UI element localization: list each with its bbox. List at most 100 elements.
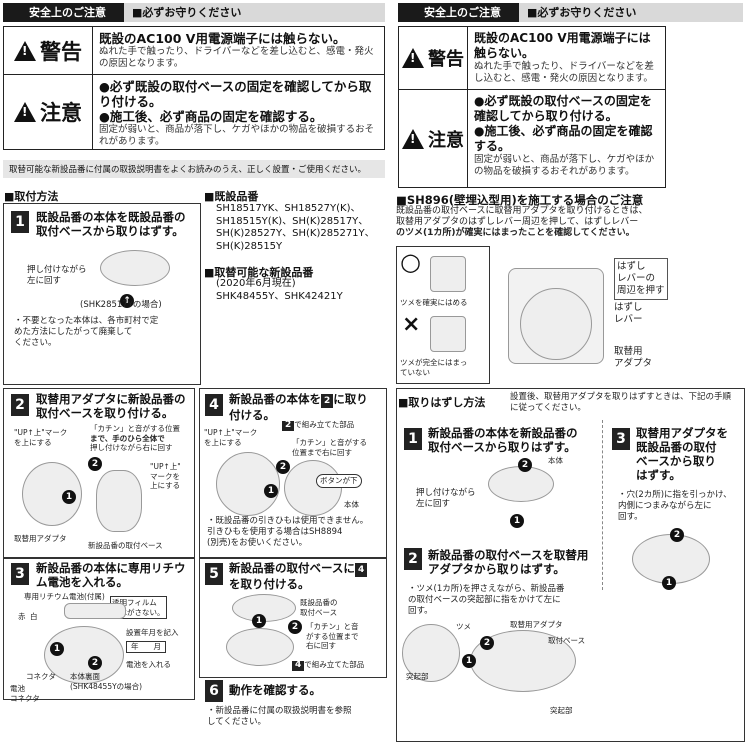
replace-list: SHK48455Y、SHK42421Y xyxy=(216,291,343,302)
step3-badge-1: 1 xyxy=(50,642,64,656)
remove-step2-badge-2: 2 xyxy=(480,636,494,650)
ok-mark: ○ xyxy=(400,248,421,276)
sh896-title: SH896(壁埋込型用)を施工する場合のご注意 xyxy=(396,192,643,208)
step5-number: 5 xyxy=(205,563,223,585)
warning-label: 警告 xyxy=(4,27,93,74)
remove-step1-badge-1: 1 xyxy=(510,514,524,528)
step3-battery-illustration xyxy=(64,603,126,619)
step2-title: 取替用アダプタに新設品番の取付ベースを取り付ける。 xyxy=(36,392,186,420)
remove-step3-note: ・穴(2カ所)に指を引っかけ、内側につまみながら左に回す。 xyxy=(618,490,732,522)
step2-click: 「カチン」と音がする位置まで、手のひら全体で押し付けながら右に回す xyxy=(90,424,180,452)
step5-badge-1: 1 xyxy=(252,614,266,628)
remove-step2-tsume: ツメ xyxy=(456,622,471,631)
remove-step2-number: 2 xyxy=(404,548,422,570)
warning-row-right: 警告 既設のAC100 V用電源端子には触らない。 ぬれた手で触ったり、ドライバ… xyxy=(399,27,665,90)
step3-white-label: 白 xyxy=(30,612,38,621)
warning-text-right: 既設のAC100 V用電源端子には触らない。 ぬれた手で触ったり、ドライバーなど… xyxy=(474,31,654,84)
step4-badge-2: 2 xyxy=(276,460,290,474)
sh896-adapter-illustration xyxy=(520,288,592,360)
step1-title: 既設品番の本体を既設品番の取付ベースから取りはずす。 xyxy=(36,210,186,238)
adapter-label: 取替用アダプタ xyxy=(614,346,653,369)
lever-push-label: はずしレバーの周辺を押す xyxy=(614,258,668,300)
remove-step3-number: 3 xyxy=(612,428,630,450)
safety-header: 安全上のご注意 ■必ずお守りください xyxy=(3,3,385,22)
safety-header-right: 安全上のご注意 ■必ずお守りください xyxy=(398,3,743,22)
caution-sub: 固定が弱いと、商品が落下し、ケガやほかの物品を破損するおそれがあります。 xyxy=(99,124,375,147)
ok-label: ツメを確実にはめる xyxy=(400,298,468,307)
step4-badge-1: 1 xyxy=(264,484,278,498)
remove-step2-title: 新設品番の取付ベースを取替用アダプタから取りはずす。 xyxy=(428,548,589,576)
caution-icon-right xyxy=(402,128,424,149)
warning-label-right: 警告 xyxy=(399,27,468,89)
safety-header-sub: ■必ずお守りください xyxy=(124,3,385,22)
step5-badge-2: 2 xyxy=(288,620,302,634)
existing-list: SH18517YK、SH18527Y(K)、SH18515Y(K)、SH(K)2… xyxy=(216,203,375,252)
ng-illustration xyxy=(430,316,466,352)
remove-desc: 設置後、取替用アダプタを取りはずすときは、下記の手順に従ってください。 xyxy=(510,392,732,413)
warning-box-right: 警告 既設のAC100 V用電源端子には触らない。 ぬれた手で触ったり、ドライバ… xyxy=(398,26,666,188)
step1-box xyxy=(3,203,201,385)
step3-year-box: 年 月 xyxy=(126,641,166,653)
caution-row-right: 注意 ●必ず既設の取付ベースの固定を確認してから取り付ける。 ●施工後、必ず商品… xyxy=(399,90,665,187)
step2-adapter-label: 取替用アダプタ xyxy=(14,534,67,543)
remove-step2-note: ・ツメ(1カ所)を押さえながら、新設品番の取付ベースの突起部に指をかけて左に回す… xyxy=(408,584,565,616)
step2-up-mark: "UP↑上"マークを上にする xyxy=(14,428,68,447)
caution-label-right: 注意 xyxy=(399,90,468,187)
warning-sub: ぬれた手で触ったり、ドライバーなどを差し込むと、感電・発火の原因となります。 xyxy=(99,46,374,69)
step4-click: 「カチン」と音がする位置まで右に回す xyxy=(292,438,367,457)
step1-arrow-icon: ↑ xyxy=(120,294,134,308)
remove-step1-illustration xyxy=(488,466,554,502)
step5-base-label: 既設品番の取付ベース xyxy=(300,598,338,617)
replace-date: (2020年6月現在) xyxy=(216,278,296,289)
step4-body-illustration xyxy=(284,460,342,516)
step3-number: 3 xyxy=(11,563,29,585)
ok-illustration xyxy=(430,256,466,292)
step5-box xyxy=(199,558,387,678)
step1-number: 1 xyxy=(11,211,29,233)
step2-number: 2 xyxy=(11,394,29,416)
caution-text: ●必ず既設の取付ベースの固定を確認してから取り付ける。 ●施工後、必ず商品の固定… xyxy=(93,75,384,149)
step4-note: ・既設品番の引きひもは使用できません。引きひもを使用する場合はSH8894(別売… xyxy=(207,516,369,548)
remove-step2-bump: 突起部 xyxy=(406,672,429,681)
remove-step1-body: 本体 xyxy=(548,456,563,465)
step2-base-label: 新設品番の取付ベース xyxy=(88,541,163,550)
remove-step1-number: 1 xyxy=(404,428,422,450)
replace-title: 取替可能な新設品番 xyxy=(204,264,313,280)
step3-battery-connector-label: 電池コネクタ xyxy=(10,684,40,703)
caution-icon xyxy=(14,102,36,122)
remove-step3-title: 取替用アダプタを既設品番の取付 ベースから取りはずす。 xyxy=(636,426,728,482)
warning-text: 既設のAC100 V用電源端子には触らない。 ぬれた手で触ったり、ドライバーなど… xyxy=(93,27,384,74)
remove-step3-badge-2: 2 xyxy=(670,528,684,542)
warning-icon-right xyxy=(402,48,424,68)
step1-detector-illustration xyxy=(100,250,170,286)
lever-label: はずしレバー xyxy=(614,302,643,325)
existing-title: 既設品番 xyxy=(204,188,258,204)
caution-main2: ●施工後、必ず商品の固定を確認する。 xyxy=(99,109,323,124)
step4-body-label: 本体 xyxy=(344,500,359,509)
warning-icon xyxy=(14,40,36,61)
safety-header-right-title: 安全上のご注意 xyxy=(398,3,519,22)
ng-mark: × xyxy=(402,312,421,337)
caution-text-right: ●必ず既設の取付ベースの固定を確認してから取り付ける。 ●施工後、必ず商品の固定… xyxy=(474,94,655,177)
remove-step2-adapter: 取替用アダプタ xyxy=(510,620,563,629)
step6-number: 6 xyxy=(205,680,223,702)
remove-title: 取りはずし方法 xyxy=(398,394,485,410)
step3-red-label: 赤 xyxy=(18,612,26,621)
ng-label: ツメが完全にはまっていない xyxy=(400,358,468,377)
step4-number: 4 xyxy=(205,394,223,416)
step2-up-mark-2: "UP↑上"マークを上にする xyxy=(150,462,181,490)
method-title: 取付方法 xyxy=(4,188,58,204)
remove-step2-left-illustration xyxy=(402,624,460,682)
remove-step2-bump2: 突起部 xyxy=(550,706,573,715)
step2-badge-1: 1 xyxy=(62,490,76,504)
caution-row: 注意 ●必ず既設の取付ベースの固定を確認してから取り付ける。 ●施工後、必ず商品… xyxy=(4,75,384,149)
warning-box: 警告 既設のAC100 V用電源端子には触らない。 ぬれた手で触ったり、ドライバ… xyxy=(3,26,385,150)
remove-step1-push: 押し付けながら左に回す xyxy=(416,488,476,509)
step1-push-label: 押し付けながら左に回す xyxy=(27,265,87,286)
remove-step3-illustration xyxy=(632,534,710,584)
step3-insert-label: 電池を入れる xyxy=(126,660,171,669)
step6-title: 動作を確認する。 xyxy=(229,683,321,697)
